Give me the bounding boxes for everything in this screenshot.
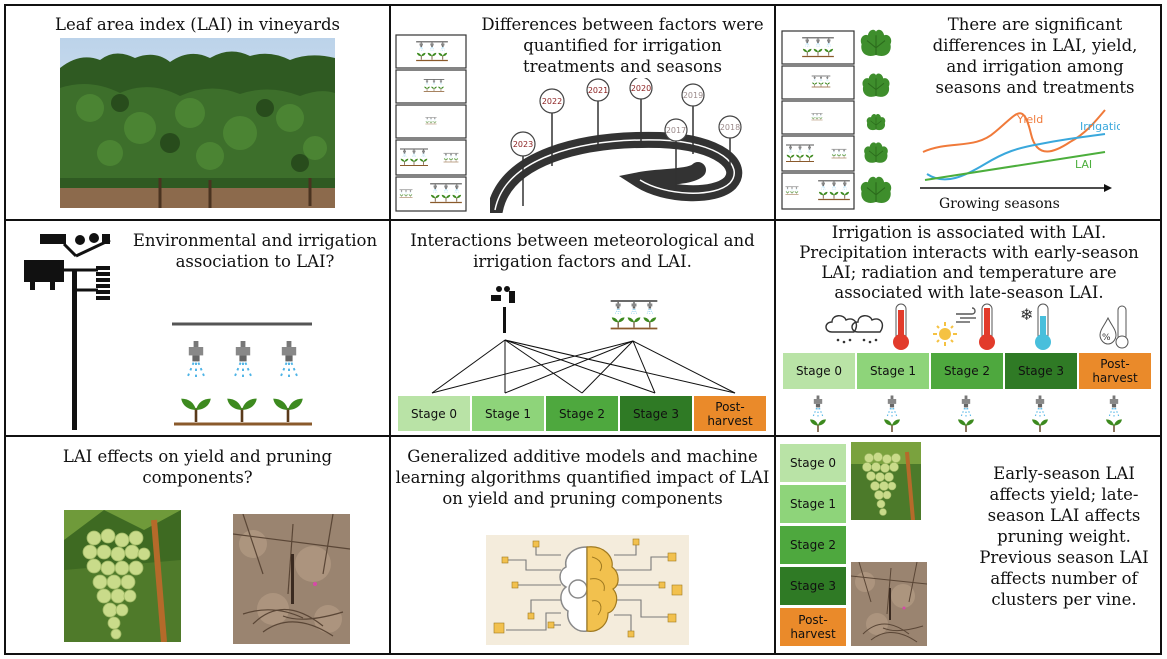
stage-box: Post-harvest	[779, 607, 847, 647]
humidity-icon: %	[1099, 305, 1129, 349]
interaction-network	[431, 286, 736, 394]
grape-leaf-icon	[860, 29, 892, 63]
stage-sprinkler-row	[809, 394, 1123, 432]
figure-frame	[4, 4, 1162, 655]
irrigation-series-label: Irrigation	[1080, 120, 1120, 133]
grape-cluster-photo	[851, 442, 921, 520]
panel7-title: LAI effects on yield and pruning compone…	[62, 447, 333, 487]
wind-icon	[956, 307, 976, 323]
stage-box: Stage 2	[545, 395, 619, 432]
stage-box: Stage 3	[779, 566, 847, 606]
snowflake-icon: ❄	[1020, 305, 1033, 324]
year-label: 2017	[666, 126, 686, 135]
stage-box: Stage 0	[782, 352, 856, 390]
thermometer-icon	[1035, 303, 1051, 350]
panel9-conclusion: Early-season LAI affects yield; late-sea…	[979, 464, 1149, 609]
pruning-photo	[851, 562, 927, 646]
pruning-photo	[233, 514, 350, 644]
grape-leaf-icon	[863, 141, 889, 169]
grape-leaf-icon	[860, 176, 892, 210]
grape-cluster-photo	[64, 510, 181, 642]
stage-box: Stage 1	[471, 395, 545, 432]
weather-icons: ❄ %	[825, 303, 1129, 350]
thermometer-icon	[893, 303, 909, 350]
vineyard-photo	[60, 38, 335, 208]
stage-box: Stage 0	[397, 395, 471, 432]
panel2-title: Differences between factors were quantif…	[481, 15, 764, 76]
panel5-title: Interactions between meteorological and …	[410, 231, 755, 271]
grape-leaf-icon	[866, 113, 886, 135]
rain-cloud-icon	[825, 315, 884, 333]
year-label: 2023	[513, 140, 533, 149]
panel4-title: Environmental and irrigation association…	[132, 231, 378, 271]
panel8-title: Generalized additive models and machine …	[395, 447, 770, 508]
panel1-title: Leaf area index (LAI) in vineyards	[55, 15, 340, 34]
divider	[774, 4, 776, 655]
stage-box: Post-harvest	[1078, 352, 1152, 390]
stage-box: Stage 1	[856, 352, 930, 390]
stage-box: Stage 2	[930, 352, 1004, 390]
lai-series-label: LAI	[1075, 158, 1092, 171]
grape-leaf-icon	[861, 72, 891, 103]
stage-box: Stage 1	[779, 484, 847, 524]
stage-box: Stage 3	[1004, 352, 1078, 390]
yield-series-label: Yield	[1016, 113, 1043, 126]
divider	[4, 435, 1162, 437]
divider	[4, 219, 1162, 221]
svg-text:%: %	[1102, 333, 1111, 343]
grape-leaves	[856, 26, 896, 212]
sun-icon	[933, 322, 957, 346]
stage-box: Stage 3	[619, 395, 693, 432]
stage-box: Stage 2	[779, 525, 847, 565]
growing-seasons-label: Growing seasons	[939, 196, 1060, 212]
timeline-spiral: 2023 2022 2021 2020 2017 2019 2018	[490, 78, 743, 213]
year-label: 2020	[631, 84, 651, 93]
weather-station-icon	[24, 233, 111, 430]
year-label: 2022	[542, 97, 562, 106]
panel3-title: There are significant differences in LAI…	[932, 15, 1138, 97]
irrigation-sprinklers-icon	[172, 322, 312, 426]
stage-box: Stage 0	[779, 443, 847, 483]
treatment-plots	[395, 34, 467, 212]
ai-brain-circuit-icon	[486, 535, 689, 645]
year-label: 2021	[588, 86, 608, 95]
treatment-plots	[781, 30, 855, 210]
panel6-title: Irrigation is associated with LAI. Preci…	[799, 223, 1139, 302]
stage-box: Post-harvest	[693, 395, 767, 432]
thermometer-icon	[979, 303, 995, 350]
year-label: 2018	[720, 123, 740, 132]
year-label: 2019	[683, 91, 703, 100]
seasons-trend-chart: Yield Irrigation LAI Growing seasons	[920, 109, 1120, 212]
divider	[389, 4, 391, 655]
